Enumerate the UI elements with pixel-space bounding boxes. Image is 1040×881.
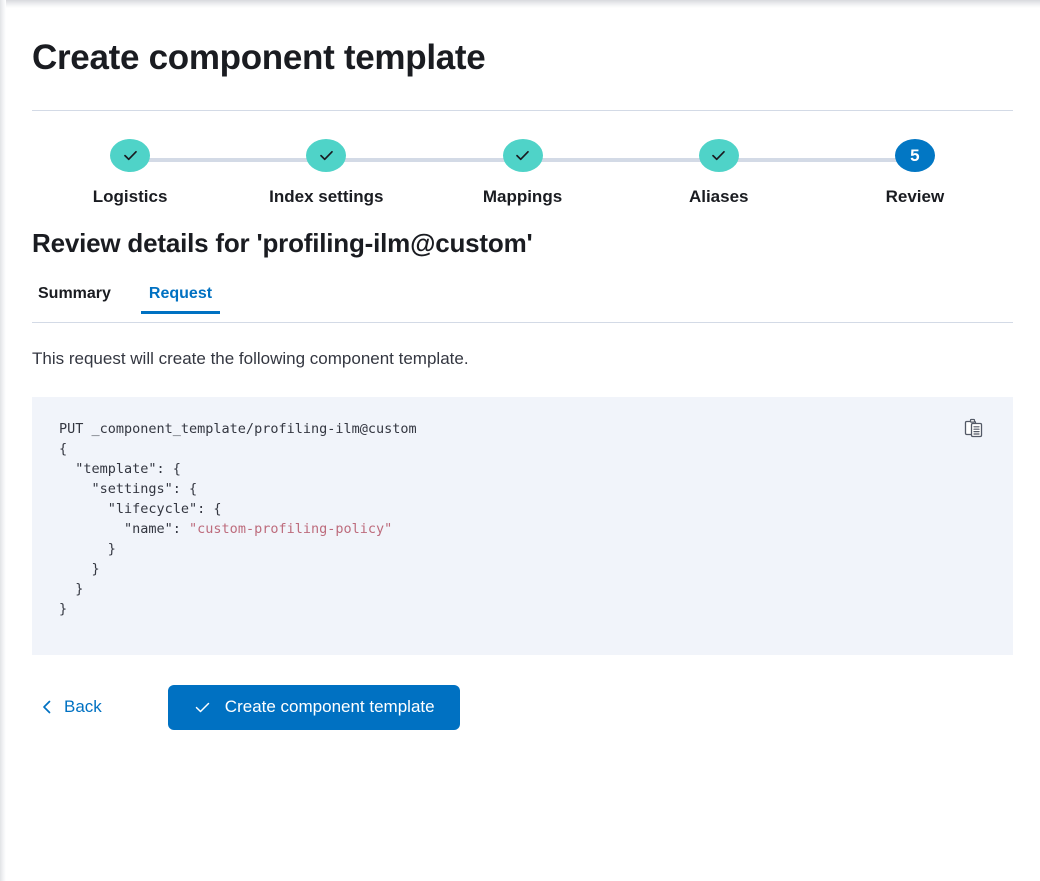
- step-connector: [522, 158, 719, 162]
- check-icon: [516, 150, 529, 161]
- step-connector: [326, 158, 523, 162]
- step-mappings[interactable]: Mappings: [424, 139, 719, 207]
- chevron-left-icon: [43, 700, 51, 714]
- code-line-close-root: }: [59, 601, 68, 617]
- review-tabs: Summary Request: [32, 285, 1013, 323]
- step-label: Review: [885, 187, 945, 206]
- header-divider: [32, 110, 1013, 111]
- step-status-circle-complete: [502, 139, 543, 172]
- step-status-circle-current: 5: [894, 139, 935, 172]
- window-top-chrome: [0, 0, 1040, 8]
- step-number: 5: [910, 146, 920, 165]
- code-line-put: PUT _component_template/profiling-ilm@cu…: [59, 421, 417, 437]
- code-line-close-template: }: [59, 581, 84, 597]
- tab-summary[interactable]: Summary: [30, 285, 119, 314]
- code-line-name-key: "name":: [59, 521, 190, 537]
- code-line-lifecycle: "lifecycle": {: [59, 501, 222, 517]
- copy-icon-button[interactable]: [961, 415, 987, 441]
- code-line-open-brace: {: [59, 441, 68, 457]
- step-index-settings[interactable]: Index settings: [228, 139, 523, 207]
- check-icon: [319, 150, 333, 161]
- create-component-template-label: Create component template: [224, 697, 435, 716]
- request-code-panel: PUT _component_template/profiling-ilm@cu…: [32, 397, 1013, 655]
- step-status-circle-complete: [110, 139, 151, 172]
- request-description: This request will create the following c…: [32, 349, 469, 368]
- step-review[interactable]: 5 Review: [817, 139, 1013, 207]
- step-logistics[interactable]: Logistics: [32, 139, 327, 207]
- step-connector: [130, 158, 327, 162]
- page-left-gutter: [0, 0, 6, 881]
- check-icon: [195, 702, 210, 712]
- step-label: Logistics: [92, 187, 168, 206]
- back-button[interactable]: Back: [32, 691, 110, 723]
- wizard-footer: Back Create component template: [32, 682, 1013, 732]
- step-label: Mappings: [482, 187, 563, 206]
- step-label: Aliases: [688, 187, 749, 206]
- code-line-settings: "settings": {: [59, 481, 198, 497]
- page-title: Create component template: [32, 38, 486, 77]
- step-status-circle-complete: [698, 139, 739, 172]
- request-code: PUT _component_template/profiling-ilm@cu…: [32, 397, 1013, 619]
- step-label: Index settings: [269, 187, 384, 206]
- code-line-close-lifecycle: }: [59, 541, 116, 557]
- code-line-template: "template": {: [59, 461, 181, 477]
- tab-request[interactable]: Request: [140, 285, 221, 314]
- step-connector: [718, 158, 915, 162]
- copy-icon: [964, 418, 983, 438]
- step-status-circle-complete: [306, 139, 347, 172]
- page-content: Create component template Logistics: [6, 8, 1040, 881]
- step-aliases[interactable]: Aliases: [621, 139, 915, 207]
- section-title: Review details for 'profiling-ilm@custom…: [32, 228, 533, 258]
- check-icon: [123, 150, 137, 161]
- check-icon: [712, 150, 726, 161]
- wizard-stepper: Logistics Index settings Mappi: [32, 111, 1013, 207]
- back-button-label: Back: [64, 697, 102, 716]
- code-line-close-settings: }: [59, 561, 100, 577]
- code-line-name-value: "custom-profiling-policy": [189, 521, 393, 537]
- create-component-template-button[interactable]: Create component template: [167, 684, 460, 730]
